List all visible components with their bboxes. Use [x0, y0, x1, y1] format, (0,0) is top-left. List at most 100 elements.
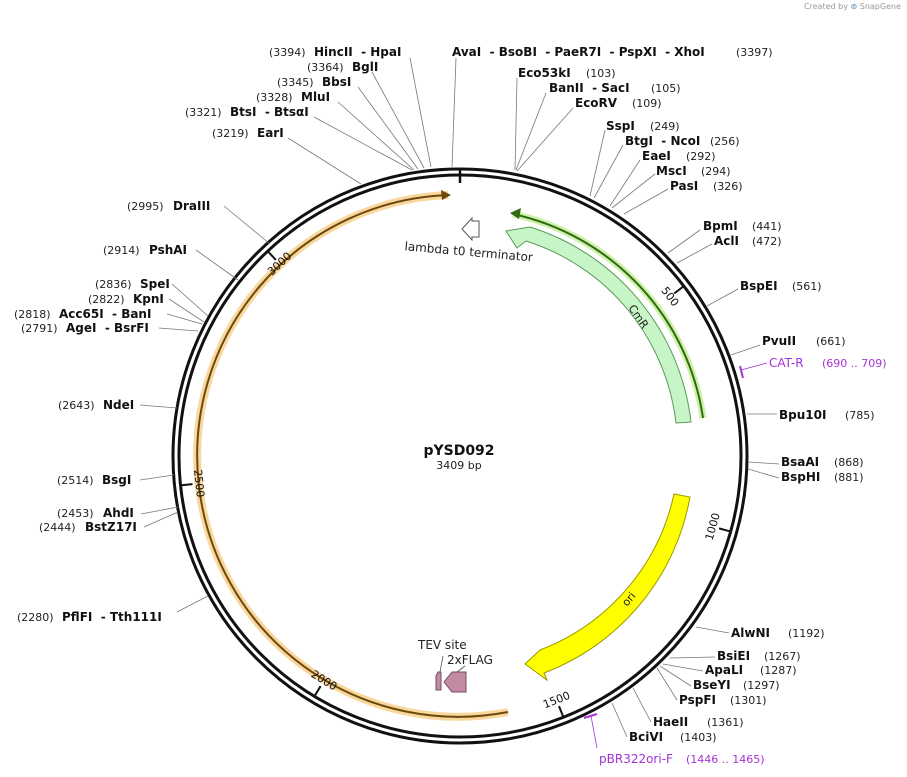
site-leader	[409, 57, 432, 168]
restriction-sites	[139, 57, 780, 738]
site-name: MluI	[301, 90, 330, 104]
site-leader	[139, 474, 175, 481]
cat-r-primer-label: CAT-R	[769, 356, 804, 370]
site-leader	[667, 229, 701, 254]
backbone-outer	[171, 167, 749, 745]
site-name: DraIII	[173, 199, 210, 213]
site-name: ApaLI	[705, 663, 743, 677]
site-pos: (2791)	[21, 322, 58, 335]
ruler-tick	[313, 685, 322, 697]
site-pos: (3219)	[212, 127, 249, 140]
site-name: SpeI	[140, 277, 170, 291]
2xflag-leader	[456, 665, 466, 673]
site-leader	[676, 243, 713, 264]
site-pos: (249)	[650, 120, 680, 133]
pbr322ori-f-primer-pos: (1446 .. 1465)	[686, 753, 765, 766]
ruler-tick	[180, 483, 193, 487]
site-pos: (294)	[701, 165, 731, 178]
site-leader	[143, 511, 179, 528]
site-name: HaeII	[653, 715, 688, 729]
site-leader	[176, 595, 209, 613]
site-leader	[747, 461, 780, 465]
ruler-tick-label: 500	[658, 284, 681, 309]
site-pos: (1297)	[743, 679, 780, 692]
ruler-tick	[718, 527, 731, 533]
tev-site-label: TEV site	[417, 638, 467, 652]
cmr-feature	[505, 226, 692, 424]
site-leader	[747, 468, 780, 479]
site-name: EaeI	[642, 149, 671, 163]
site-name: EarI	[257, 126, 284, 140]
site-name: MscI	[656, 164, 687, 178]
site-name: BanII - SacI	[549, 81, 630, 95]
site-leader	[730, 344, 761, 356]
orf-arc-orange	[196, 194, 509, 718]
plasmid-length: 3409 bp	[436, 459, 481, 472]
cat-r-primer-pos: (690 .. 709)	[822, 357, 887, 370]
site-name: SspI	[606, 119, 635, 133]
ruler-tick-label: 1000	[703, 511, 723, 541]
2xflag-icon	[443, 671, 467, 693]
snapgene-credit: Created by ⊚ SnapGene	[804, 2, 901, 11]
site-pos: (561)	[792, 280, 822, 293]
site-name: BsaAI	[781, 455, 819, 469]
site-pos: (2836)	[95, 278, 132, 291]
site-name: NdeI	[103, 398, 134, 412]
ruler-tick-label: 2000	[309, 668, 340, 694]
site-leader	[313, 116, 413, 171]
site-name: Acc65I - BanI	[59, 307, 151, 321]
site-name: BsiEI	[717, 649, 750, 663]
site-leader	[287, 137, 362, 185]
site-name: AgeI - BsrFI	[66, 321, 149, 335]
site-name: BseYI	[693, 678, 731, 692]
ruler-tick-label: 2500	[191, 469, 207, 498]
site-labels: (3394) HincII - HpaI AvaI - BsoBI - PaeR…	[14, 45, 875, 744]
site-leader	[695, 626, 730, 634]
site-name: BsgI	[102, 473, 131, 487]
site-name: PvuII	[762, 334, 796, 348]
site-pos: (472)	[752, 235, 782, 248]
site-name: Eco53kI	[518, 66, 571, 80]
site-leader	[623, 188, 669, 215]
site-name: BciVI	[629, 730, 663, 744]
site-name: BspEI	[740, 279, 778, 293]
site-leader	[195, 249, 239, 281]
site-pos: (326)	[713, 180, 743, 193]
site-leader	[337, 101, 415, 171]
plasmid-name: pYSD092	[423, 443, 494, 459]
site-name: BglI	[352, 60, 378, 74]
site-leader	[609, 159, 641, 207]
cat-r-primer-leader	[740, 362, 768, 371]
cat-r-primer-mark	[739, 365, 744, 379]
site-name: HincII - HpaI	[314, 45, 401, 59]
site-name: KpnI	[133, 292, 164, 306]
site-pos: (1287)	[760, 664, 797, 677]
site-name: EcoRV	[575, 96, 618, 110]
ori-feature	[524, 493, 691, 682]
site-leader	[611, 173, 656, 209]
site-pos: (2914)	[103, 244, 140, 257]
orf-arc-green-arrowhead	[510, 208, 521, 219]
site-name: PflFI - Tth111I	[62, 610, 162, 624]
site-leader	[514, 77, 518, 171]
site-leader	[611, 702, 628, 738]
site-pos: (105)	[651, 82, 681, 95]
site-pos: (3321)	[185, 106, 222, 119]
site-name: AclI	[714, 234, 739, 248]
site-leader	[451, 57, 457, 168]
ruler-tick	[673, 285, 685, 295]
site-leader	[706, 288, 739, 307]
site-pos: (3345)	[277, 76, 314, 89]
site-leader	[516, 107, 574, 172]
site-pos: (661)	[816, 335, 846, 348]
tev-site-icon	[435, 671, 442, 691]
site-pos: (1192)	[788, 627, 825, 640]
site-pos: (2818)	[14, 308, 51, 321]
site-pos: (2453)	[57, 507, 94, 520]
site-leader	[656, 667, 678, 701]
site-pos: (441)	[752, 220, 782, 233]
site-leader	[632, 687, 652, 723]
site-pos: (1267)	[764, 650, 801, 663]
site-pos: (2444)	[39, 521, 76, 534]
ruler-tick	[266, 250, 277, 261]
